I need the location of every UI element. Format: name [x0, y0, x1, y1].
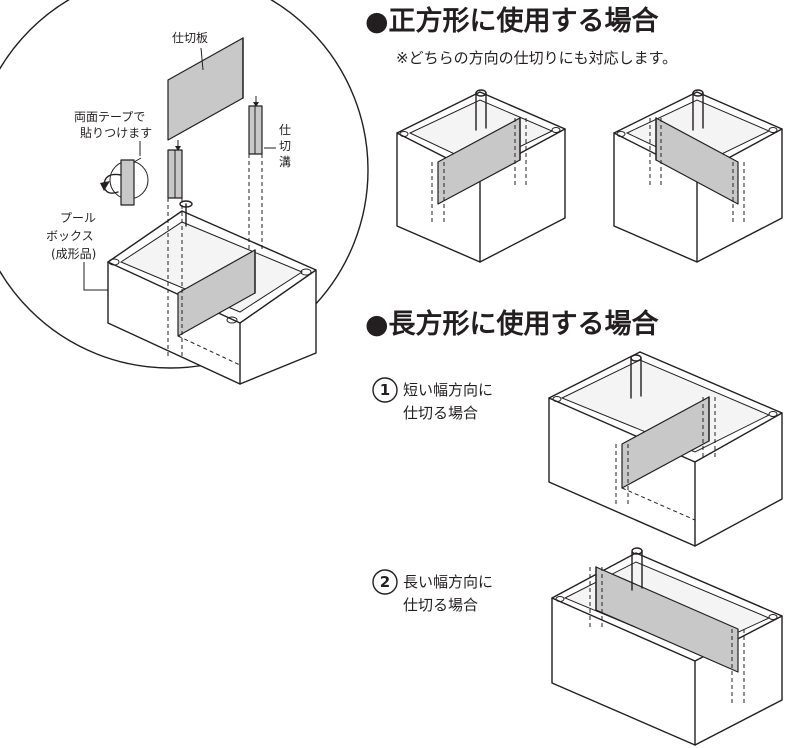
case-1-line2: 仕切る場合 — [403, 404, 478, 422]
groove-label-char-3: 溝 — [279, 155, 291, 169]
partition-groove-strips — [167, 105, 263, 199]
case-1-line1: 短い幅方向に — [403, 381, 493, 399]
square-box-partition-a — [396, 89, 566, 263]
rect-heading: ●長方形に使用する場合 — [365, 308, 659, 340]
box-label-line3: (成形品) — [51, 247, 96, 261]
case-2-number: 2 — [380, 573, 390, 591]
case-2-line2: 仕切る場合 — [403, 596, 478, 614]
square-heading: ●正方形に使用する場合 — [365, 5, 659, 37]
case-1-label: 1 短い幅方向に 仕切る場合 — [372, 377, 493, 422]
square-note: ※どちらの方向の仕切りにも対応します。 — [396, 49, 677, 67]
tape-label-line1: 両面テープで — [74, 110, 145, 124]
detail-circle: 仕切板 仕 切 溝 両面テープで 貼りつけます — [0, 0, 369, 385]
partition-board-illustration — [167, 37, 244, 141]
groove-label-char-2: 切 — [279, 139, 291, 153]
square-box-partition-b — [613, 89, 783, 263]
pool-box-illustration — [107, 154, 317, 385]
tape-label-line2: 貼りつけます — [80, 125, 152, 140]
box-label-line1: プール — [60, 211, 96, 225]
case-1-number: 1 — [380, 381, 390, 399]
box-label-line2: ボックス — [46, 229, 94, 243]
partition-board-label: 仕切板 — [172, 31, 208, 45]
tape-peel-illustration — [100, 157, 149, 206]
rect-box-short-partition — [548, 351, 783, 547]
case-2-line1: 長い幅方向に — [403, 573, 493, 591]
case-2-label: 2 長い幅方向に 仕切る場合 — [372, 569, 493, 614]
groove-label-char-1: 仕 — [279, 123, 291, 137]
rect-box-long-partition — [551, 547, 783, 746]
